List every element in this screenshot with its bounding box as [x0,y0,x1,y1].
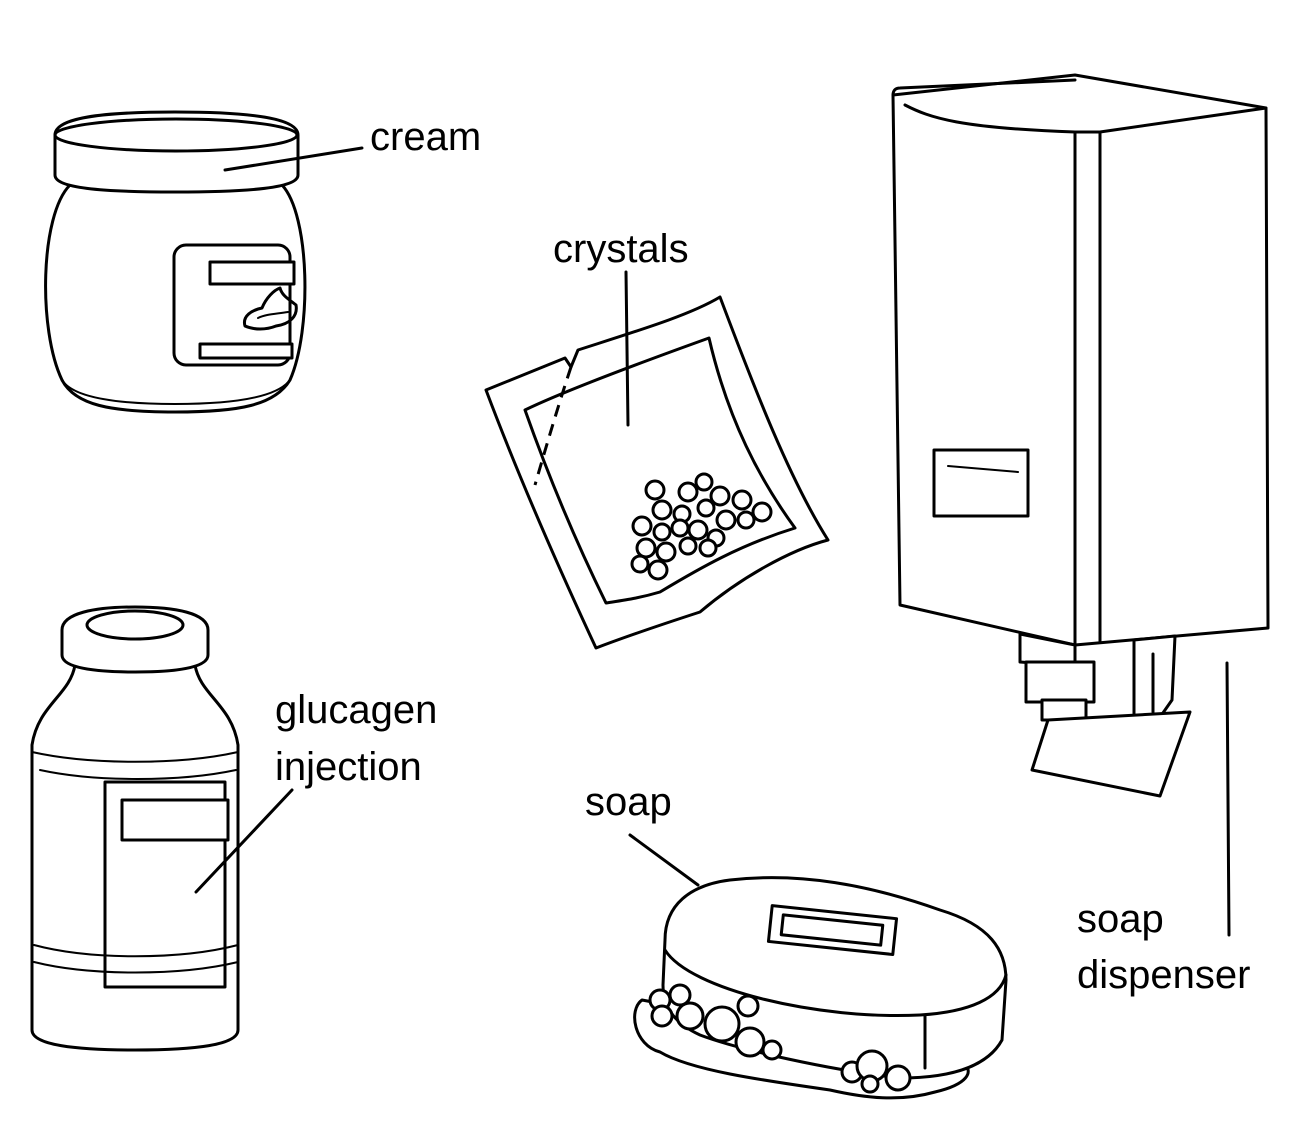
cream-jar-drawing [44,110,364,414]
soap-bar-drawing [628,833,1008,1100]
soap-dispenser-label-line1: soap [1077,897,1164,941]
cream-label: cream [370,115,481,159]
crystal-granules [630,472,773,581]
soap-label: soap [585,780,672,824]
soap-bubbles [648,983,912,1094]
crystals-label: crystals [553,227,689,271]
glucagon-vial-drawing [30,605,294,1052]
glucagon-label-line1: glucagen [275,688,437,732]
soap-dispenser-label-line2: dispenser [1077,953,1250,997]
glucagon-label-line2: injection [275,745,422,789]
crystals-packet-drawing [484,270,830,650]
soap-dispenser-drawing [891,73,1270,937]
